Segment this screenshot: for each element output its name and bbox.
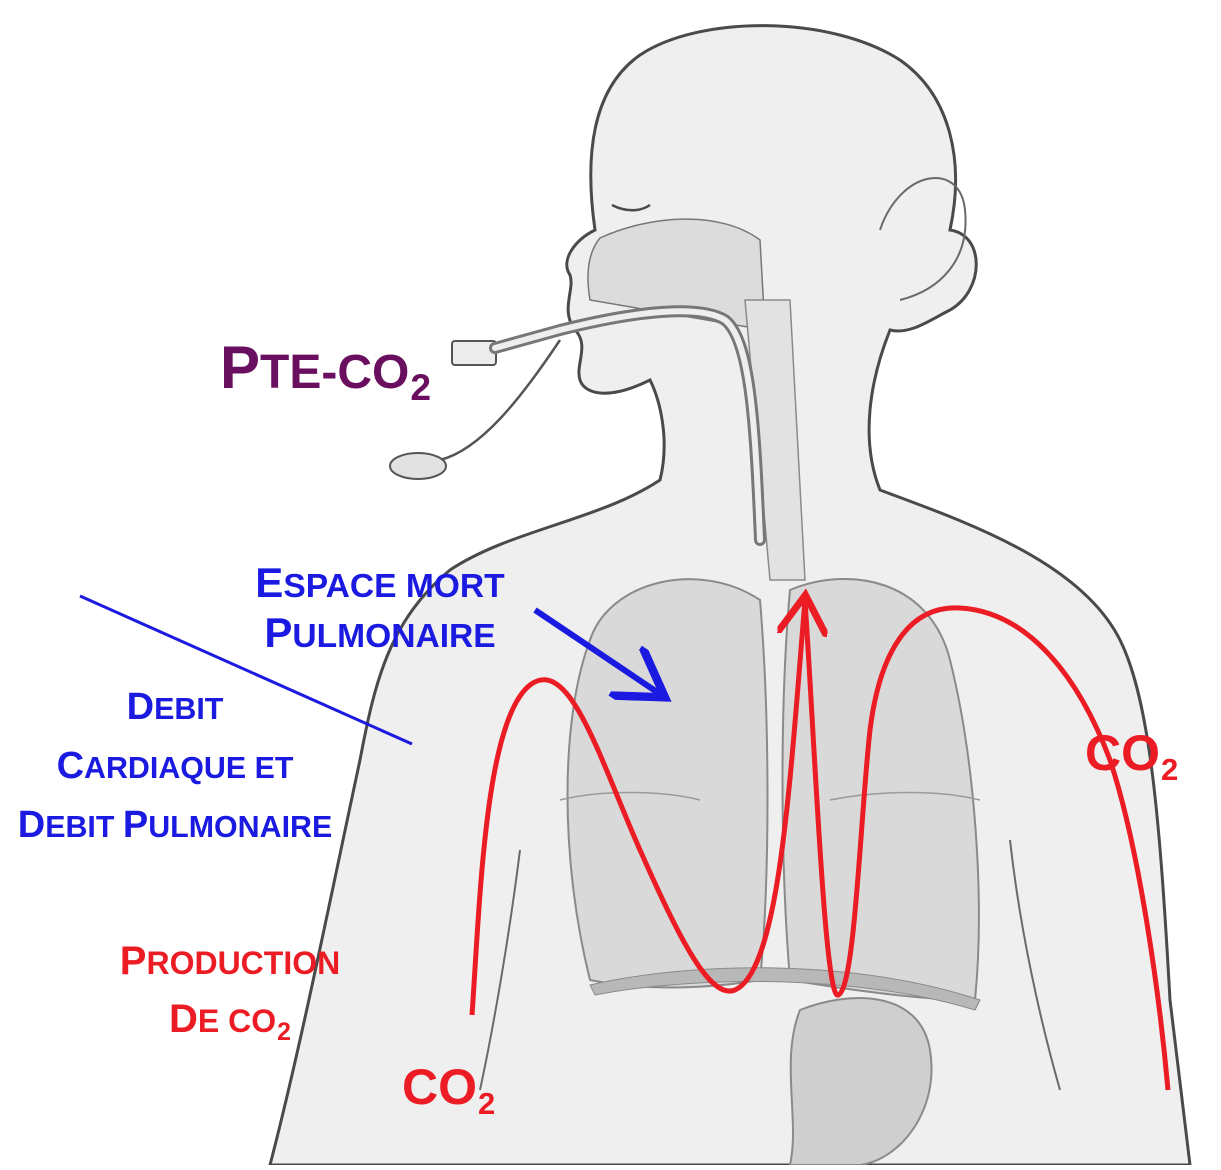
debit-initial: D bbox=[127, 686, 154, 728]
co2-right-subscript: 2 bbox=[1161, 752, 1178, 787]
debit-rest: EBIT bbox=[154, 692, 223, 726]
espace-mort-label: ESPACE MORT PULMONAIRE bbox=[230, 558, 530, 659]
espace-initial: E bbox=[255, 559, 283, 606]
pulmonaire-initial: P bbox=[264, 609, 292, 656]
debit-label: DEBIT CARDIAQUE ET DEBIT PULMONAIRE bbox=[0, 678, 350, 855]
debit-line-1: DEBIT bbox=[0, 678, 350, 737]
co2-bottom-label: CO2 bbox=[402, 1062, 495, 1119]
pte-rest: TE-CO bbox=[260, 346, 409, 399]
co2-bottom-subscript: 2 bbox=[478, 1086, 495, 1121]
espace-rest: SPACE MORT bbox=[283, 568, 504, 605]
debit2-rest: EBIT bbox=[45, 810, 123, 844]
pulmonaire-rest: ULMONAIRE bbox=[292, 618, 495, 655]
co2-right-text: CO bbox=[1085, 725, 1160, 781]
pilot-balloon bbox=[390, 453, 446, 479]
production-subscript: 2 bbox=[277, 1019, 291, 1046]
left-lung bbox=[568, 579, 768, 987]
co2-bottom-text: CO bbox=[402, 1059, 477, 1115]
cardiaque-rest: ARDIAQUE ET bbox=[84, 751, 293, 785]
pte-co2-label: PTE-CO2 bbox=[220, 338, 431, 406]
espace-line-2: PULMONAIRE bbox=[230, 608, 530, 658]
pte-subscript: 2 bbox=[410, 366, 431, 408]
production-label: PRODUCTION DE CO2 bbox=[100, 932, 360, 1051]
debit-line-2: CARDIAQUE ET bbox=[0, 737, 350, 796]
production-rest: RODUCTION bbox=[146, 945, 340, 981]
de-initial: D bbox=[169, 997, 198, 1041]
espace-line-1: ESPACE MORT bbox=[230, 558, 530, 608]
de-rest: E CO bbox=[198, 1003, 276, 1039]
debit-line-3: DEBIT PULMONAIRE bbox=[0, 796, 350, 855]
production-line-2: DE CO2 bbox=[100, 990, 360, 1051]
co2-right-label: CO2 bbox=[1085, 728, 1178, 785]
pulmonaire2-initial: P bbox=[123, 804, 148, 846]
debit2-initial: D bbox=[18, 804, 45, 846]
production-line-1: PRODUCTION bbox=[100, 932, 360, 990]
tube-connector bbox=[452, 341, 496, 365]
pte-initial: P bbox=[220, 334, 260, 401]
cardiaque-initial: C bbox=[57, 745, 84, 787]
production-initial: P bbox=[120, 939, 147, 983]
pulmonaire2-rest: ULMONAIRE bbox=[148, 810, 332, 844]
